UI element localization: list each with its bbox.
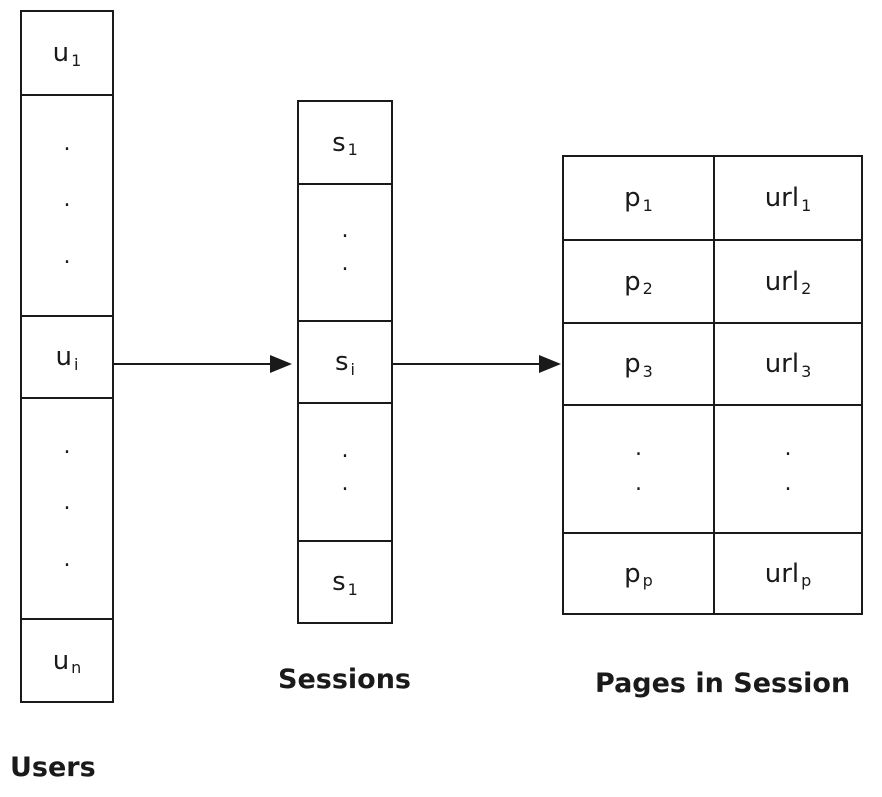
users-caption: Users (10, 752, 96, 783)
url-ellipsis: . . (784, 435, 792, 497)
user-ellipsis-bottom: . . . (63, 434, 71, 572)
session-first-label: s (332, 127, 346, 158)
session-last-label: s (332, 567, 346, 597)
user-first-subscript: 1 (71, 50, 82, 70)
sessions-caption: Sessions (278, 664, 411, 695)
page-ellipsis: . . (635, 435, 642, 497)
page-ellipsis-cell: . . (564, 406, 713, 534)
user-first-label: u (52, 38, 70, 68)
user-last-subscript: n (71, 658, 82, 677)
user-middle-subscript: i (74, 354, 79, 374)
user-ellipsis-bottom-cell: . . . (22, 399, 112, 620)
session-last-subscript: 1 (347, 579, 358, 599)
session-middle-subscript: i (350, 359, 355, 379)
pages-table-divider (713, 157, 715, 613)
session-middle-label: s (335, 347, 349, 377)
session-ellipsis-top-cell: . . (299, 185, 391, 322)
user-ellipsis-top: . . . (63, 131, 71, 269)
session-first-subscript: 1 (347, 140, 358, 159)
url-ellipsis-cell: . . (715, 406, 861, 534)
arrow-sessions-to-pages-head (539, 355, 561, 373)
user-middle-label: u (55, 342, 73, 372)
user-last-label: u (52, 645, 70, 676)
session-ellipsis-top: . . (341, 218, 349, 276)
user-ellipsis-top-cell: . . . (22, 96, 112, 317)
session-ellipsis-bottom-cell: . . (299, 404, 391, 542)
session-ellipsis-bottom: . . (341, 437, 349, 496)
arrow-users-to-sessions-head (270, 355, 292, 373)
pages-caption: Pages in Session (595, 668, 851, 699)
